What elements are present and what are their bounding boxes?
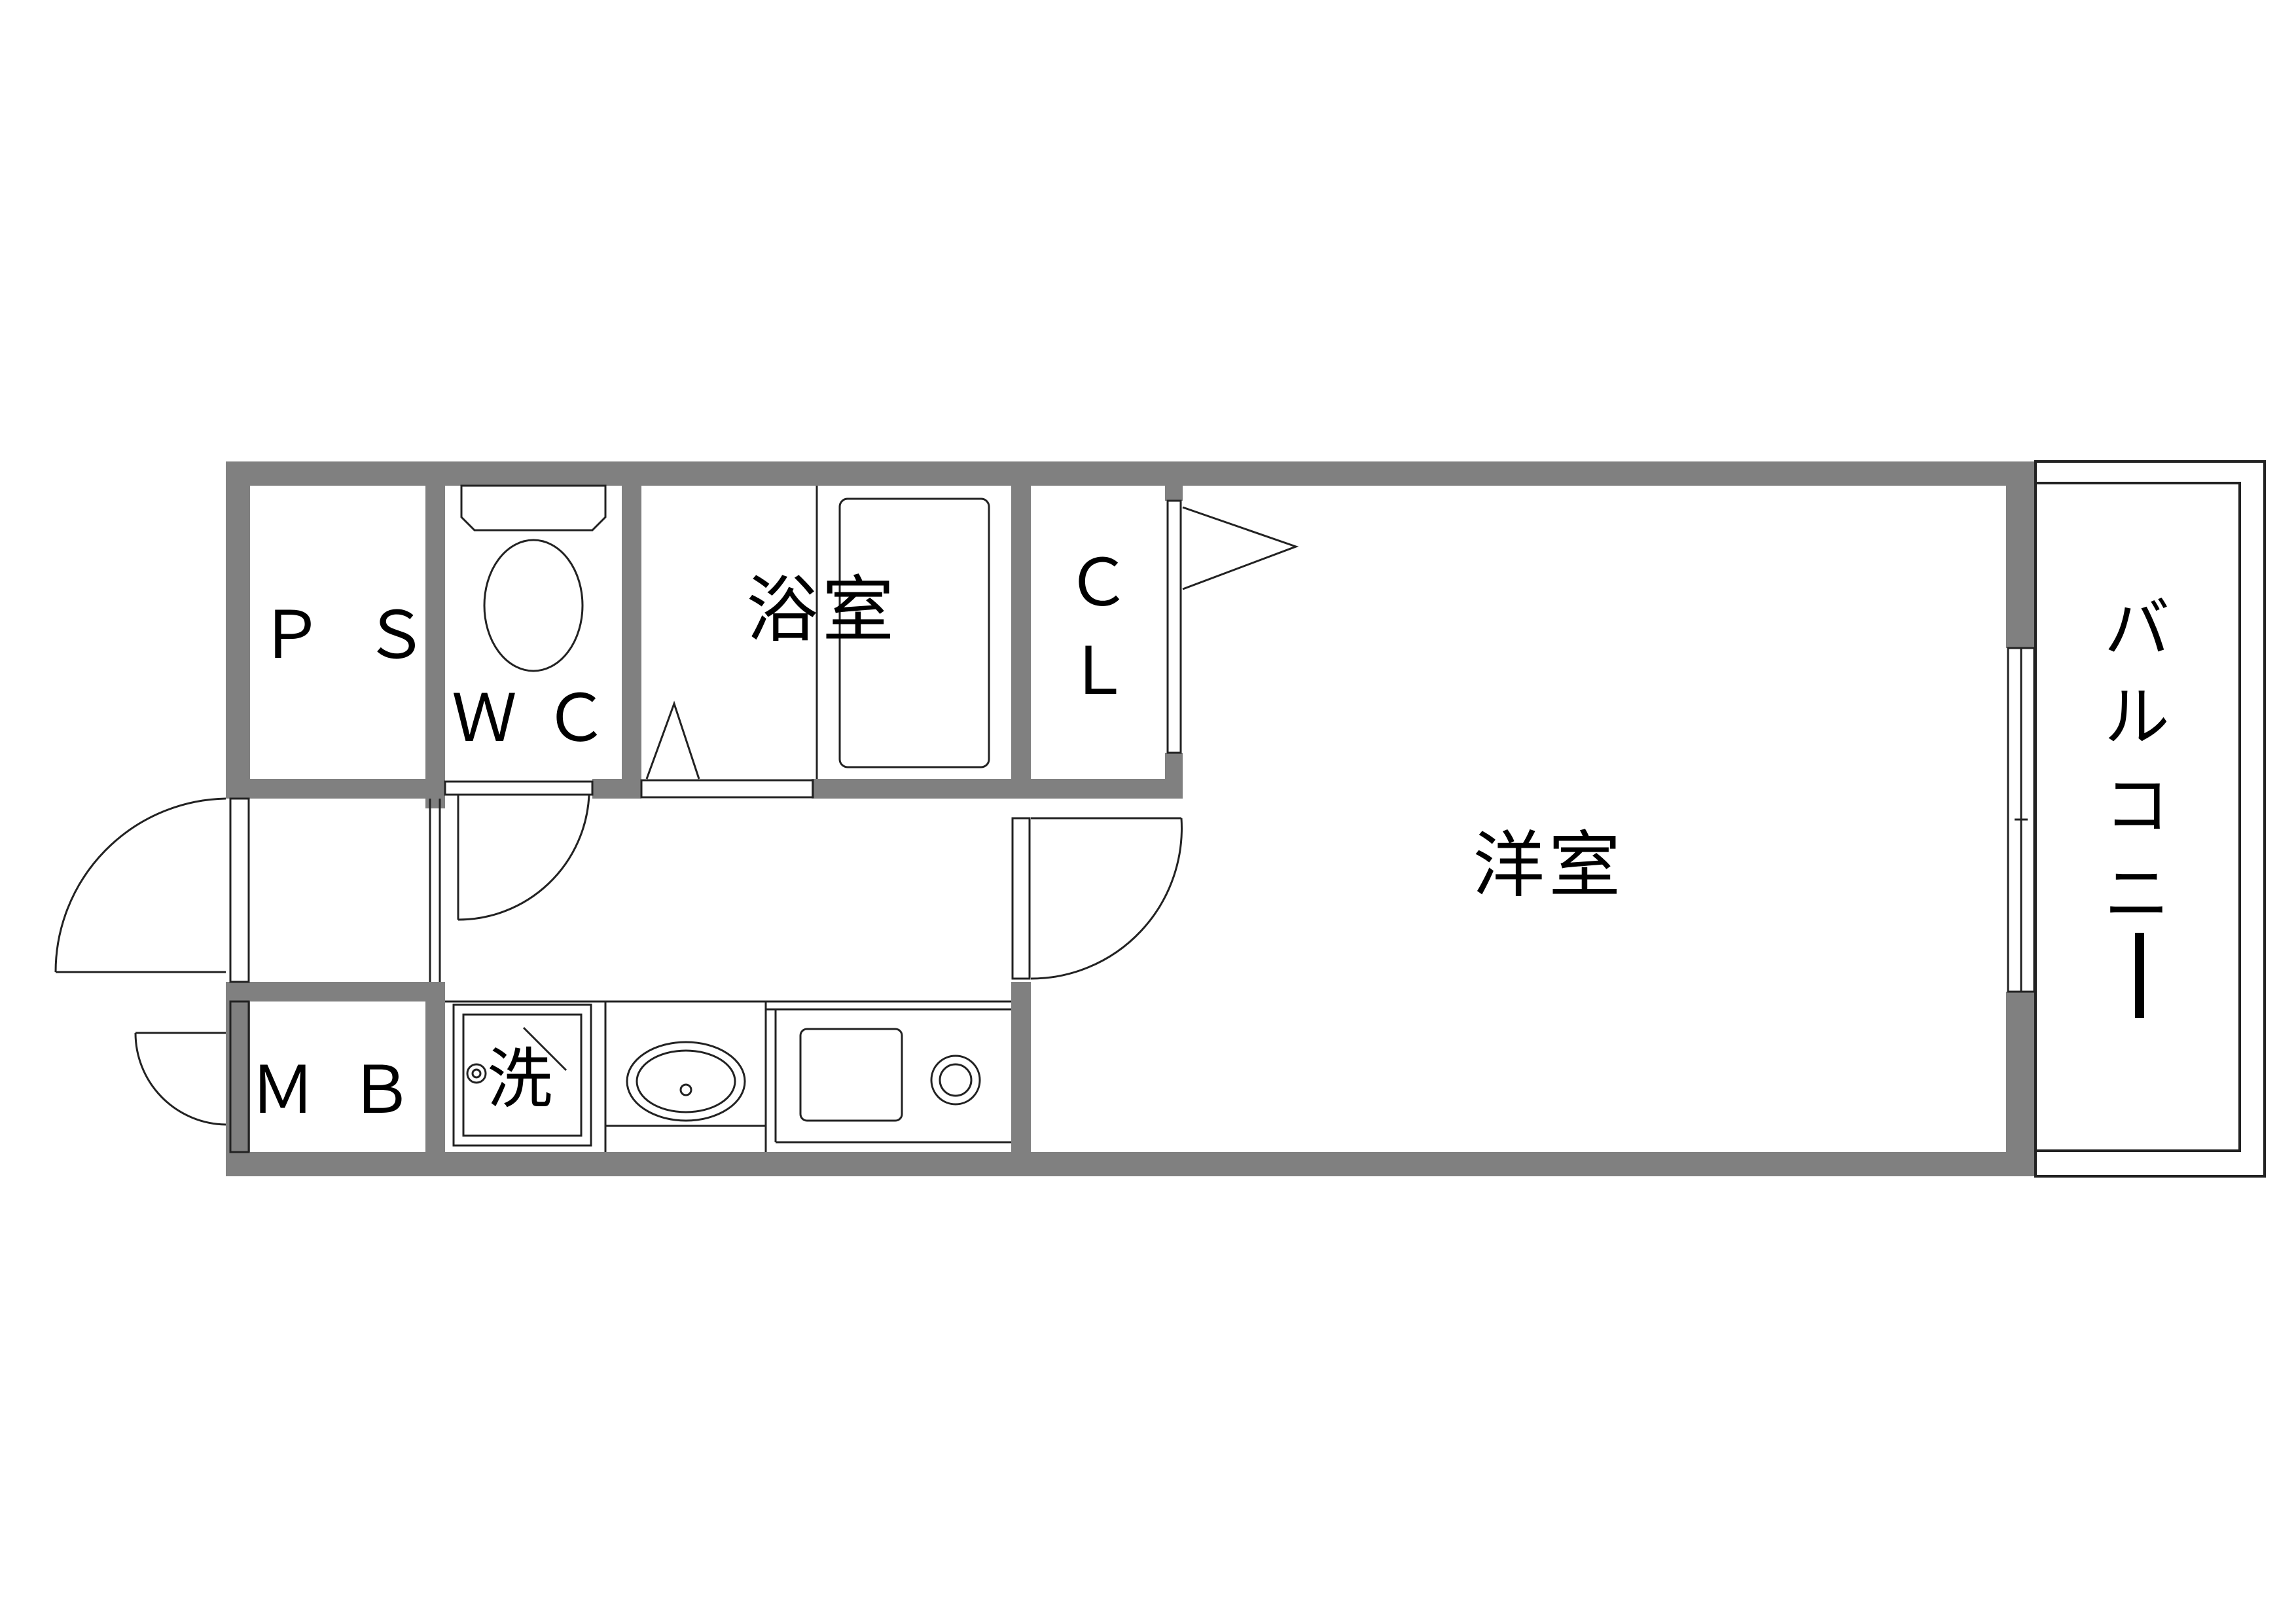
washer-pan-icon: [452, 1003, 592, 1147]
balcony-char-1: バ: [2104, 590, 2170, 667]
balcony-char-4: ニ: [2104, 856, 2170, 932]
balcony-char-2: ル: [2104, 679, 2170, 755]
entrance-door-icon: [54, 797, 250, 983]
closet-door-icon: [1166, 499, 1299, 754]
room-door-icon: [1011, 817, 1183, 980]
washer-label: 洗: [487, 1041, 552, 1117]
mb-door-icon: [134, 1000, 250, 1153]
stove-icon: [799, 1028, 981, 1122]
balcony-char-5: [2135, 933, 2144, 1018]
closet-label-l: Ｌ: [1066, 633, 1131, 710]
sink-icon: [626, 1041, 746, 1122]
bath-label: 浴室: [746, 568, 898, 652]
wc-label: ＷＣ: [452, 680, 635, 757]
bathtub-icon: [816, 486, 990, 779]
mb-label: ＭＢ: [250, 1052, 446, 1128]
kitchen-counter: [445, 1000, 1011, 1152]
western-room-label: 洋室: [1473, 823, 1624, 907]
toilet-icon: [460, 484, 607, 672]
entrance-step-line: [429, 799, 441, 982]
balcony: [2034, 460, 2266, 1178]
balcony-char-3: コ: [2104, 767, 2170, 844]
bath-door-icon: [640, 700, 814, 799]
wc-door-icon: [444, 780, 594, 921]
ps-label: ＰＳ: [259, 597, 468, 674]
walls: [226, 461, 2036, 1176]
balcony-label: バ ル コ ニ: [2104, 590, 2170, 1018]
balcony-window: [2007, 647, 2036, 993]
closet-label-c: Ｃ: [1066, 545, 1131, 621]
